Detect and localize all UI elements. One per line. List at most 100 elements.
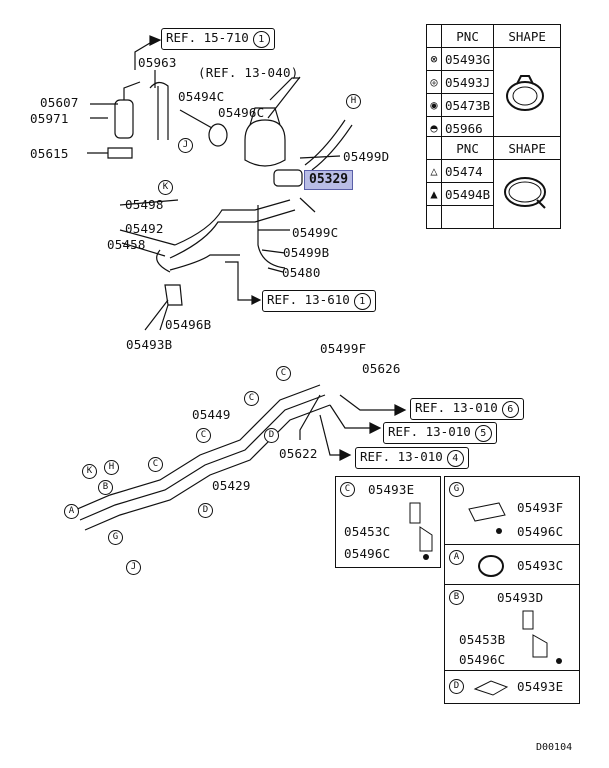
callout-H-bottom: H (104, 460, 119, 475)
ref-13-010-6-text: REF. 13-010 (415, 400, 498, 415)
pnc-table-1-blank (426, 24, 442, 48)
part-05429[interactable]: 05429 (212, 478, 251, 493)
callout-A: A (64, 504, 79, 519)
part-05480[interactable]: 05480 (282, 265, 321, 280)
callout-J-bottom: J (126, 560, 141, 575)
panel-G-part-2[interactable]: 05496C (517, 524, 564, 539)
hose-05492 (174, 199, 291, 246)
callout-B: B (98, 480, 113, 495)
pnc-code[interactable]: 05493J (440, 70, 495, 94)
pnc-symbol: ⊗ (426, 47, 442, 71)
panel-B-part-1[interactable]: 05493D (497, 590, 544, 605)
panel-B-part-2[interactable]: 05453B (459, 632, 506, 647)
panel-C-part-2[interactable]: 05453C (344, 524, 391, 539)
part-05626[interactable]: 05626 (362, 361, 401, 376)
callout-C-2: C (244, 391, 259, 406)
pnc-symbol: ◉ (426, 93, 442, 117)
pnc-code[interactable]: 05474 (440, 159, 495, 183)
part-05496B[interactable]: 05496B (165, 317, 212, 332)
part-05449[interactable]: 05449 (192, 407, 231, 422)
pnc-table-2-empty-cell (440, 205, 495, 229)
reservoir (244, 119, 286, 167)
part-05607[interactable]: 05607 (40, 95, 79, 110)
detail-panel-A: A 05493C (444, 544, 580, 586)
hose-05963 (149, 81, 169, 140)
pnc-code[interactable]: 05494B (440, 182, 495, 206)
pnc-table-2-header-shape: SHAPE (493, 136, 562, 160)
highlighted-part-05329[interactable]: 05329 (304, 170, 354, 190)
part-05499B[interactable]: 05499B (283, 245, 330, 260)
part-05971[interactable]: 05971 (30, 111, 69, 126)
pnc-code[interactable]: 05493G (440, 47, 495, 71)
part-05622[interactable]: 05622 (279, 446, 318, 461)
ref-13-010-4-num: 4 (446, 450, 464, 467)
ref-15-710-num: 1 (252, 31, 270, 48)
clamp-icon (478, 555, 504, 577)
callout-D-2: D (198, 503, 213, 518)
detail-panel-B: B 05493D 05453B 05496C (444, 584, 580, 672)
clamp-shape-image (493, 47, 562, 140)
panel-B-part-3[interactable]: 05496C (459, 652, 506, 667)
panel-A-part-1[interactable]: 05493C (517, 558, 564, 573)
callout-K-bottom: K (82, 464, 97, 479)
pnc-table-2-blank (426, 136, 442, 160)
part-05496C-top[interactable]: 05496C (218, 105, 265, 120)
part-05499C[interactable]: 05499C (292, 225, 339, 240)
pnc-table-1-header-shape: SHAPE (493, 24, 562, 48)
ref-13-010-5-num: 5 (474, 425, 492, 442)
callout-C-4: C (148, 457, 163, 472)
pipe-05449 (74, 384, 321, 511)
hose-05499C (257, 205, 286, 269)
part-05498[interactable]: 05498 (125, 197, 164, 212)
panel-C-part-1[interactable]: 05493E (368, 482, 415, 497)
pnc-table-1: PNC SHAPE ⊗ 05493G ◎ 05493J ◉ 05473B ◓ 0… (426, 24, 562, 140)
callout-H-top: H (346, 94, 361, 109)
part-05615[interactable]: 05615 (30, 146, 69, 161)
part-05963[interactable]: 05963 (138, 55, 177, 70)
part-05458[interactable]: 05458 (107, 237, 146, 252)
band-clamp-icon (504, 176, 547, 209)
panel-A-letter: A (449, 550, 464, 565)
callout-J-top: J (178, 138, 193, 153)
pipe-05622 (299, 394, 321, 440)
part-05492[interactable]: 05492 (125, 221, 164, 236)
panel-G-letter: G (449, 482, 464, 497)
ref-15-710-text: REF. 15-710 (166, 30, 249, 45)
panel-C-letter: C (340, 482, 355, 497)
part-05499D[interactable]: 05499D (343, 149, 390, 164)
band-clamp-shape-image (493, 159, 562, 229)
pnc-table-1-header-pnc: PNC (440, 24, 495, 48)
ref-13-010-5-text: REF. 13-010 (388, 424, 471, 439)
diagram-code: D00104 (536, 742, 573, 753)
panel-B-letter: B (449, 590, 464, 605)
ref-13-040[interactable]: (REF. 13-040) (198, 65, 299, 80)
callout-D-1: D (264, 428, 279, 443)
ref-15-710-arrow (149, 35, 162, 46)
pnc-symbol: ◎ (426, 70, 442, 94)
bracket-05493B (164, 284, 183, 306)
hose-05499D (304, 119, 346, 166)
pnc-symbol: ▲ (426, 182, 442, 206)
detail-panel-D: D 05493E (444, 670, 580, 704)
ref-13-010-6-num: 6 (501, 401, 519, 418)
panel-D-part-1[interactable]: 05493E (517, 679, 564, 694)
pnc-code[interactable]: 05473B (440, 93, 495, 117)
part-05499F[interactable]: 05499F (320, 341, 367, 356)
detail-panel-G: G 05493F 05496C (444, 476, 580, 546)
pnc-symbol: △ (426, 159, 442, 183)
part-05493B[interactable]: 05493B (126, 337, 173, 352)
ref-15-710-leader (134, 39, 156, 70)
pnc-table-2: PNC SHAPE △ 05474 ▲ 05494B (426, 136, 562, 229)
part-05494C[interactable]: 05494C (178, 89, 225, 104)
panel-C-part-3[interactable]: 05496C (344, 546, 391, 561)
ref-13-010-4-text: REF. 13-010 (360, 449, 443, 464)
bracket-d-icon (473, 680, 509, 696)
panel-G-part-1[interactable]: 05493F (517, 500, 564, 515)
bracket-05615 (107, 147, 133, 159)
